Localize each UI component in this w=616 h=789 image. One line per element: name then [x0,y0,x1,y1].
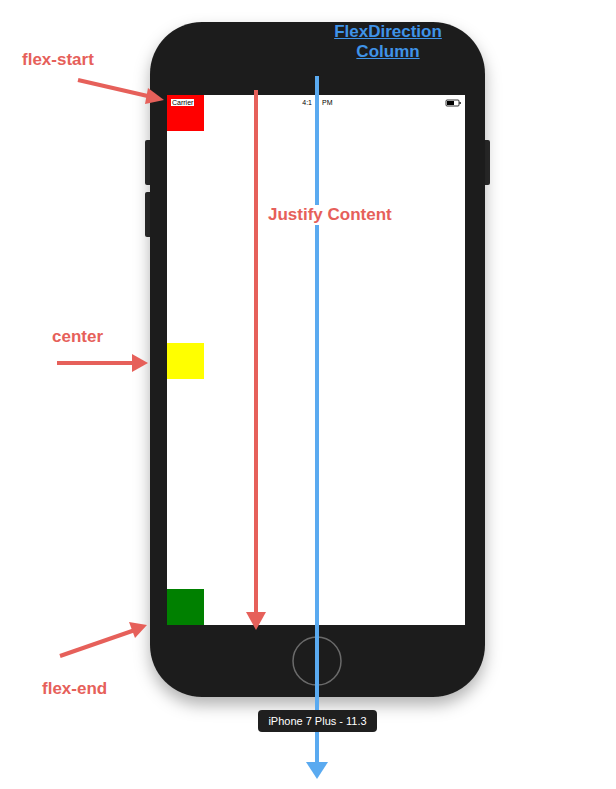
pointer-head [132,354,148,372]
battery-level [447,101,454,105]
battery-icon [446,100,459,106]
alignment-label: flex-end [42,679,107,699]
status-time: PM [321,99,334,106]
pointer-head [145,88,164,104]
flex-item-green [167,589,204,625]
device-badge: iPhone 7 Plus - 11.3 [258,710,377,732]
alignment-label: center [52,327,103,347]
main-axis-line [315,76,319,764]
pointer-line [57,361,134,365]
justify-axis-line [254,90,258,614]
status-time: 4:1 [301,99,313,106]
main-axis-head [306,762,328,779]
pointer-line [78,80,152,97]
axis-label: Justify Content [266,205,394,225]
status-carrier: Carrier [171,99,194,106]
justify-axis-head [246,612,266,630]
device-name: iPhone 7 Plus - 11.3 [268,715,367,727]
pointer-head [129,622,147,638]
flex-item-yellow [167,343,204,379]
pointer-line [60,630,135,656]
alignment-label: flex-start [22,50,94,70]
flex-item-red [167,95,204,131]
battery-tip [460,102,461,104]
axis-title: FlexDirection Column [312,22,464,62]
